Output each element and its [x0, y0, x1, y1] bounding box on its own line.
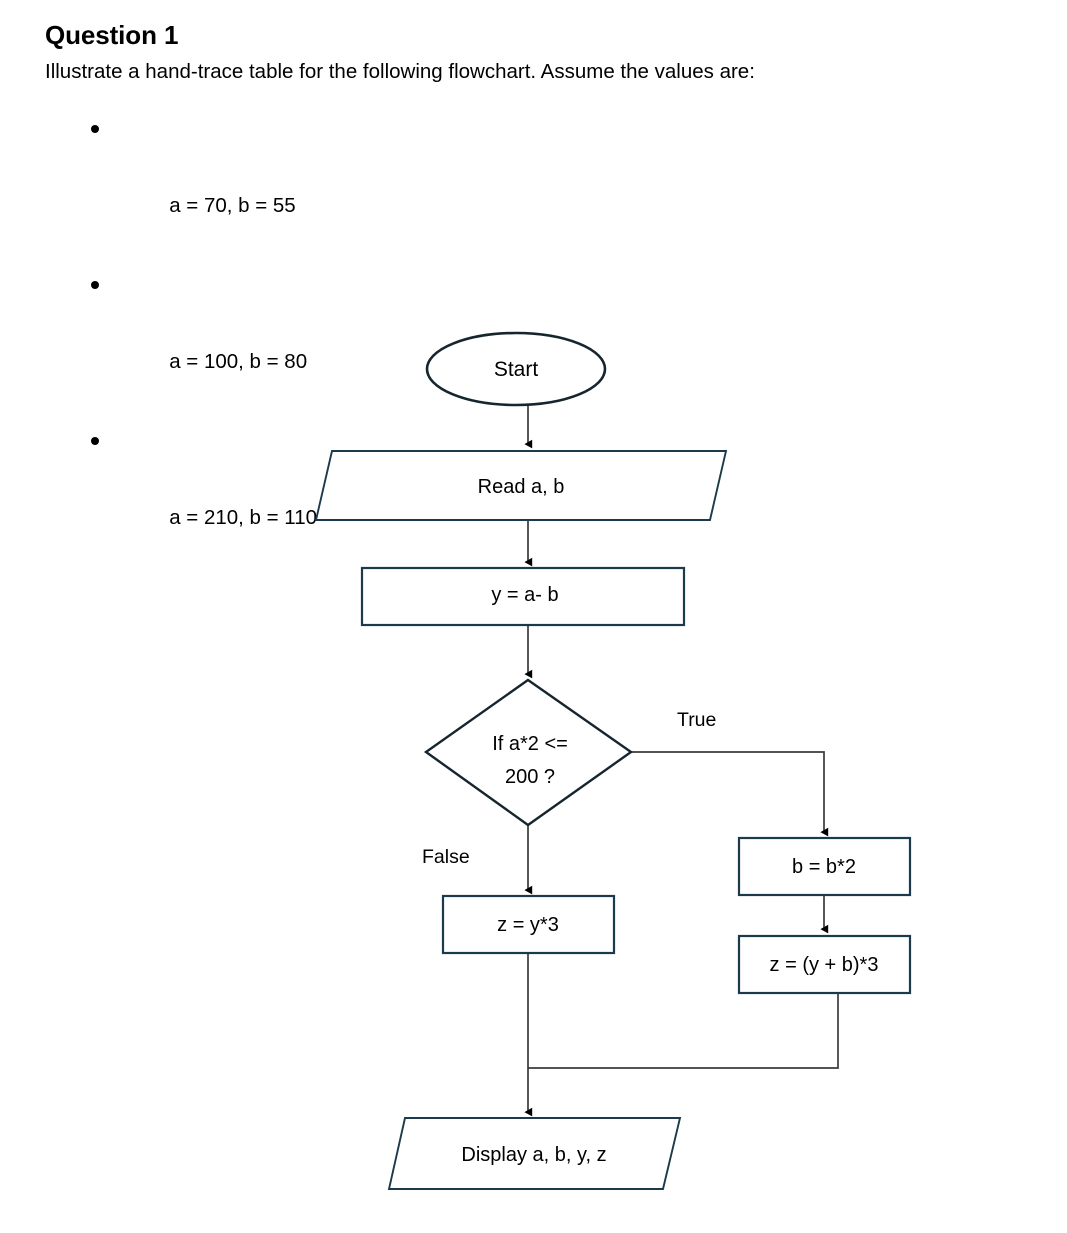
decision-shape: [423, 678, 634, 827]
assumption-list: a = 70, b = 55 a = 100, b = 80 a = 210, …: [45, 108, 1035, 576]
flow-node-z-false[interactable]: z = y*3: [441, 894, 616, 955]
double-b-label: b = b*2: [792, 856, 856, 878]
branch-label-false: False: [422, 846, 470, 868]
decision-label-line1: If a*2 <=: [492, 733, 568, 755]
flow-node-double-b[interactable]: b = b*2: [737, 836, 912, 897]
display-label: Display a, b, y, z: [461, 1144, 606, 1166]
flow-node-assign-y[interactable]: y = a- b: [360, 566, 686, 627]
assumption-text: a = 100, b = 80: [169, 350, 308, 373]
question-prompt: Illustrate a hand-trace table for the fo…: [45, 60, 755, 83]
bullet-icon: [91, 420, 100, 459]
z-true-process-shape: [737, 934, 912, 995]
assign-y-label: y = a- b: [491, 584, 558, 606]
page-title: Question 1: [45, 20, 179, 50]
assumption-text: a = 70, b = 55: [169, 194, 296, 217]
list-item: a = 100, b = 80: [45, 264, 1035, 420]
connector-true-branch: [631, 751, 829, 837]
flow-node-decision[interactable]: If a*2 <= 200 ?: [423, 678, 634, 827]
z-true-label: z = (y + b)*3: [770, 954, 879, 976]
question-header: Question 1 Illustrate a hand-trace table…: [45, 18, 1035, 576]
z-false-label: z = y*3: [497, 914, 559, 936]
decision-label-line2: 200 ?: [505, 766, 555, 788]
assign-y-process-shape: [360, 566, 686, 627]
bullet-icon: [91, 108, 100, 147]
connector-ztrue-merge: [528, 993, 839, 1069]
bullet-icon: [91, 264, 100, 303]
assumption-text: a = 210, b = 110: [169, 506, 317, 529]
z-false-process-shape: [441, 894, 616, 955]
flow-node-display[interactable]: Display a, b, y, z: [387, 1117, 682, 1190]
branch-label-true: True: [677, 709, 716, 731]
list-item: a = 210, b = 110: [45, 420, 1035, 576]
display-io-shape: [387, 1117, 682, 1190]
list-item: a = 70, b = 55: [45, 108, 1035, 264]
flow-node-z-true[interactable]: z = (y + b)*3: [737, 934, 912, 995]
double-b-process-shape: [737, 836, 912, 897]
